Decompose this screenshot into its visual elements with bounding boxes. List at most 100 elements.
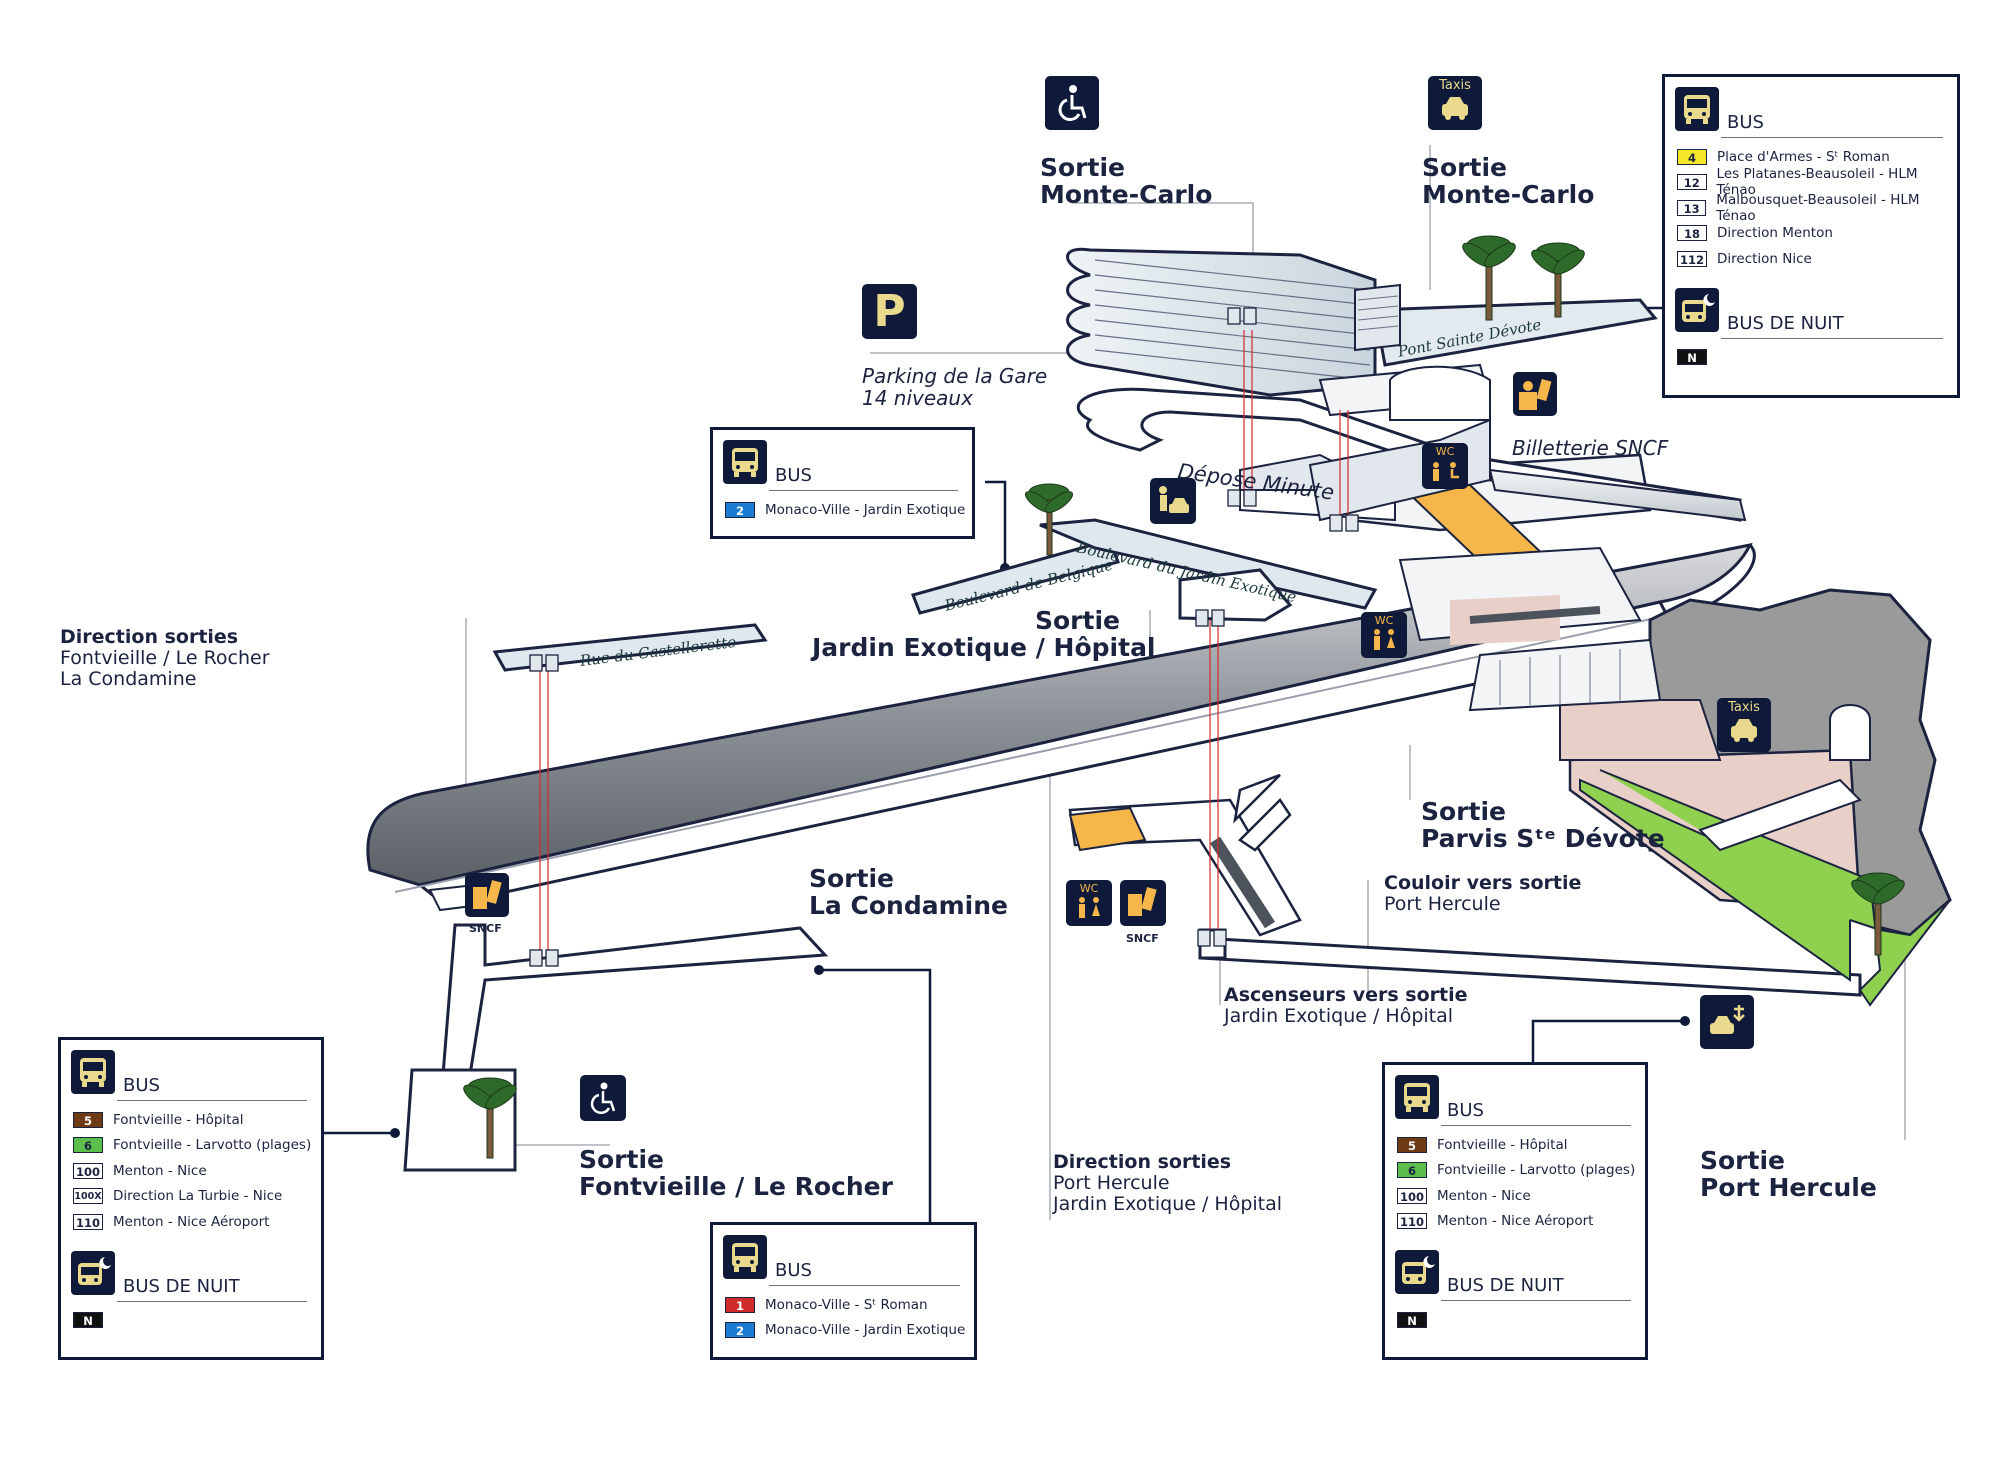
bus-panel-title: BUS xyxy=(775,1260,812,1281)
bus-panel-divider xyxy=(1721,337,1943,339)
bus-line-list: N xyxy=(73,1308,321,1334)
bus-line-name: Direction Menton xyxy=(1717,225,1833,242)
elevator-cabins xyxy=(529,307,1359,967)
bus-line-badge: 2 xyxy=(725,501,755,518)
wc-label-2: WC xyxy=(1374,614,1394,627)
bus-line-row: 100X Direction La Turbie - Nice xyxy=(73,1184,321,1210)
car-dropoff-icon xyxy=(1150,478,1196,524)
bus-line-badge: 4 xyxy=(1677,148,1707,165)
bus-line-badge: 5 xyxy=(73,1111,103,1128)
bus-line-badge: 1 xyxy=(725,1296,755,1313)
wc-accessible-icon: WC xyxy=(1422,443,1468,489)
bus-line-badge: 100X xyxy=(73,1188,103,1205)
bus-panel-divider xyxy=(1441,1125,1631,1126)
bus-line-badge: 2 xyxy=(725,1322,755,1339)
wheelchair-icon xyxy=(1045,76,1099,130)
bus-line-list: N xyxy=(1397,1307,1645,1333)
parking-icon: P xyxy=(862,284,917,339)
taxi-icon: Taxis xyxy=(1428,76,1482,130)
bus-panel-header: BUS xyxy=(1675,87,1957,133)
bus-panel-header: BUS xyxy=(723,440,972,486)
bus-panel-divider xyxy=(769,490,958,491)
bus-panel-header: BUS DE NUIT xyxy=(1395,1250,1645,1296)
taxi-dropoff-icon xyxy=(1700,995,1754,1049)
bus-panel-header: BUS DE NUIT xyxy=(71,1250,321,1297)
elevator-shafts xyxy=(539,330,1349,955)
night-bus-icon xyxy=(71,1250,115,1295)
sncf-label-left: SNCF xyxy=(469,922,502,935)
bus-line-badge: 110 xyxy=(1397,1213,1427,1230)
bus-line-badge: 112 xyxy=(1677,250,1707,267)
bus-line-row: 112 Direction Nice xyxy=(1677,246,1957,272)
bus-panel-title: BUS xyxy=(123,1075,160,1096)
bus-line-badge: 12 xyxy=(1677,174,1707,191)
bus-panel-divider xyxy=(117,1300,307,1302)
bus-line-badge: N xyxy=(1397,1311,1427,1328)
bus-panel-header: BUS xyxy=(1395,1075,1645,1121)
bus-line-name: Direction La Turbie - Nice xyxy=(113,1188,283,1205)
bus-panel-divider xyxy=(1721,137,1943,138)
bus-line-badge: N xyxy=(73,1312,103,1329)
parking-letter: P xyxy=(873,286,906,337)
bus-panel-divider xyxy=(769,1285,960,1286)
taxi-label: Taxis xyxy=(1439,78,1471,93)
orange-platform-left xyxy=(1068,806,1147,852)
ticket-office-icon xyxy=(1513,372,1557,416)
roads xyxy=(492,518,1378,672)
taxi-icon-parvis: Taxis xyxy=(1717,698,1771,752)
bus-panel-header: BUS xyxy=(71,1050,321,1096)
bus-panel-title: BUS DE NUIT xyxy=(1727,312,1844,334)
wc-label: WC xyxy=(1435,445,1455,458)
bus-icon xyxy=(723,440,767,484)
bus-line-name: Direction Nice xyxy=(1717,250,1812,267)
bus-line-row: 2 Monaco-Ville - Jardin Exotique xyxy=(725,1318,974,1344)
bus-icon xyxy=(1675,87,1719,131)
bus-line-name: Place d'Armes - Sᵗ Roman xyxy=(1717,148,1890,165)
night-bus-icon xyxy=(1675,287,1719,332)
pont-bridge xyxy=(1318,283,1658,421)
bus-panel-title: BUS DE NUIT xyxy=(1447,1275,1564,1296)
bus-line-name: Malbousquet-Beausoleil - HLM Ténao xyxy=(1716,191,1920,224)
bus-line-badge: 100 xyxy=(73,1162,103,1179)
left-corridor xyxy=(403,923,829,1172)
bus-panel-divider xyxy=(1441,1300,1631,1301)
bus-panel-divider xyxy=(117,1100,307,1101)
bus-line-name: Monaco-Ville - Jardin Exotique xyxy=(765,1322,966,1339)
bus-line-row: 4 Place d'Armes - Sᵗ Roman xyxy=(1677,144,1957,170)
bus-panel-title: BUS DE NUIT xyxy=(123,1275,240,1297)
bus-panel-title: BUS xyxy=(1727,112,1764,133)
bus-line-badge: 6 xyxy=(73,1137,103,1154)
wc-icon: WC xyxy=(1361,612,1407,658)
bus-panel-title: BUS xyxy=(1447,1100,1484,1121)
bus-line-row: N xyxy=(1397,1307,1645,1333)
sncf-label-lower: SNCF xyxy=(1126,932,1159,945)
palm-trees xyxy=(463,235,1905,1159)
wheelchair-icon-fontvieille xyxy=(580,1075,626,1121)
bus-line-name: Menton - Nice Aéroport xyxy=(113,1213,270,1230)
hercule-corridor xyxy=(1198,928,1862,997)
